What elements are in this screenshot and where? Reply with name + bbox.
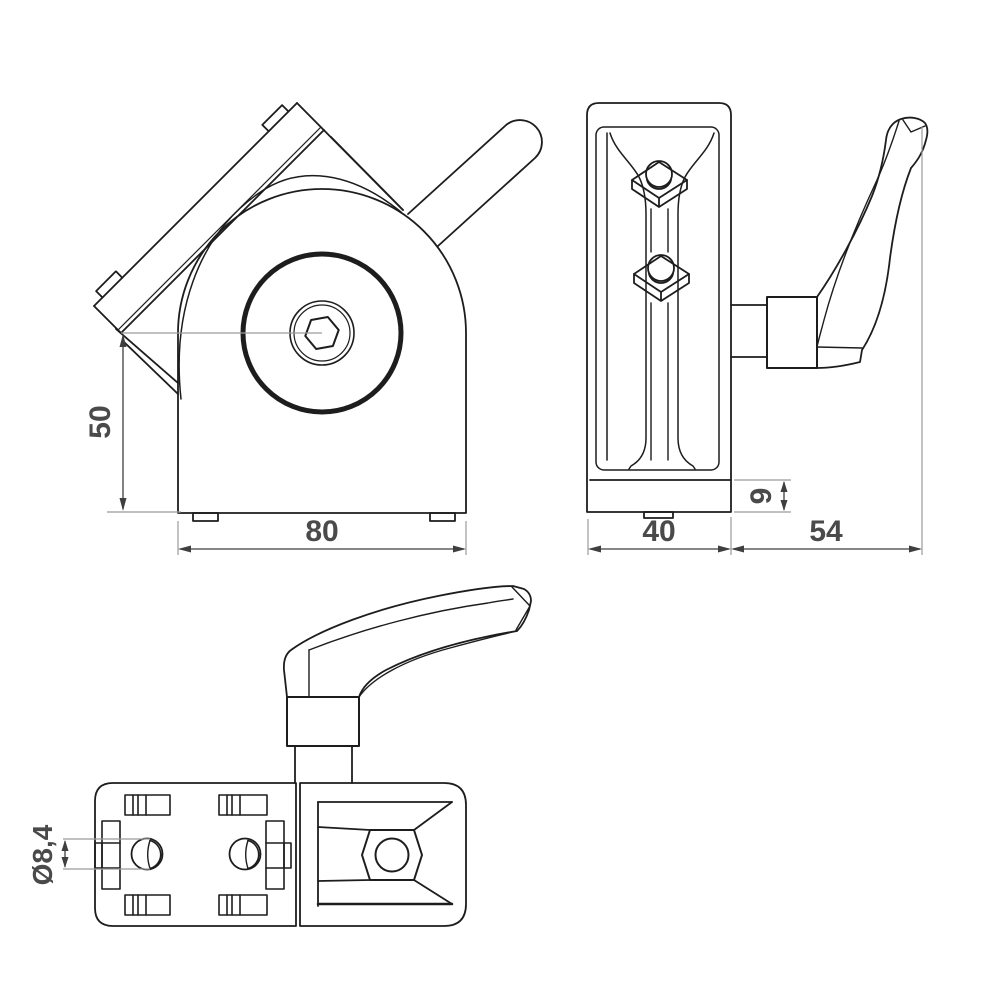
lever-side-outline [816,116,929,369]
lever-side-tail-line [816,346,863,349]
bottom-view-dimensions: Ø8,4 [27,824,150,885]
dim40-arrow-left [588,545,601,553]
dim80-arrow-left [178,545,191,553]
front-view-dimensions: 50 80 [84,332,467,555]
t-nut-upper-boss [645,160,673,188]
t-nut-lower-top-face [633,255,690,293]
housing-diag-bottom [413,879,453,905]
hex-socket-icon [304,316,340,350]
t-nut-lower-thickness [633,273,690,302]
jaw-left-contour [609,132,647,470]
front-view [93,102,543,522]
lever-collar-side [766,296,818,369]
lever-collar-bottom [286,696,360,747]
pivot-housing-outline [299,782,467,927]
housing-jaw-top [317,826,371,831]
plate-back-edge-1 [115,328,179,384]
foot-right [429,512,456,522]
mounting-hole-left [130,837,164,871]
mounting-hole-right [228,837,262,871]
dim50-label: 50 [84,405,117,438]
jaw-right-contour [677,132,715,470]
side-inner-recess [595,126,720,471]
t-nut-lower-boss-arc [648,273,674,284]
plate-tab-bottom [95,270,124,299]
dim9-arrow-up [780,481,788,492]
dim40-arrow-right [718,545,731,553]
dia-arrow-down [61,857,69,868]
lever-bottom-inner-bottom [358,630,518,698]
lever-bottom-inner-top [308,598,514,651]
side-view [586,102,929,519]
t-nut-upper-thickness [631,179,688,208]
lever-side-inner-contour [816,120,900,348]
plate-inner-edge [120,129,325,334]
housing-jaw-bottom [317,879,371,882]
dim54-label: 54 [809,515,843,548]
slot-group-top-left [124,794,171,816]
lever-bottom-tip-facets [511,586,531,631]
dia-label: Ø8,4 [27,824,58,885]
bracket-left [94,820,121,890]
dim40-label: 40 [642,515,675,548]
t-nut-upper-boss-arc [646,179,672,190]
lever-side-tip-facet [902,119,926,133]
bracket-right [265,820,292,890]
slot-group-bottom-right [218,894,268,916]
clamp-nut-bore [374,837,410,873]
lever-bottom-outline [282,585,532,698]
plate-tab-top [261,104,290,133]
dia-arrow-up [61,840,69,851]
side-foot [643,511,674,519]
side-view-dimensions: 40 54 9 [587,127,923,555]
body-outline [177,188,467,514]
bottom-view [94,585,532,927]
plate-wedge-line [330,136,404,211]
slot-group-top-right [218,794,268,816]
pivot-boss-arc [178,174,402,400]
foot-left [192,512,219,522]
dim50-arrow-up [119,334,127,347]
dim9-arrow-down [780,500,788,511]
dim80-arrow-right [453,545,466,553]
plate-chamfer-line [117,126,322,331]
slot-group-bottom-left [124,894,171,916]
base-plate-outline [94,782,297,927]
plate-back-edge-2 [122,340,179,395]
t-nut-upper [631,160,688,208]
dim80-label: 80 [305,515,338,548]
t-nut-lower-boss [647,254,675,282]
dim54-arrow-left [731,545,744,553]
dim54-arrow-right [909,545,922,553]
clamp-hex-nut [361,829,423,881]
side-body-outline [586,102,732,513]
t-nut-lower [633,254,690,302]
housing-diag-top [413,801,453,831]
plate-outer-edge [93,102,298,307]
dim50-arrow-down [119,498,127,511]
lever-front [407,119,543,247]
dim9-label: 9 [745,488,778,505]
